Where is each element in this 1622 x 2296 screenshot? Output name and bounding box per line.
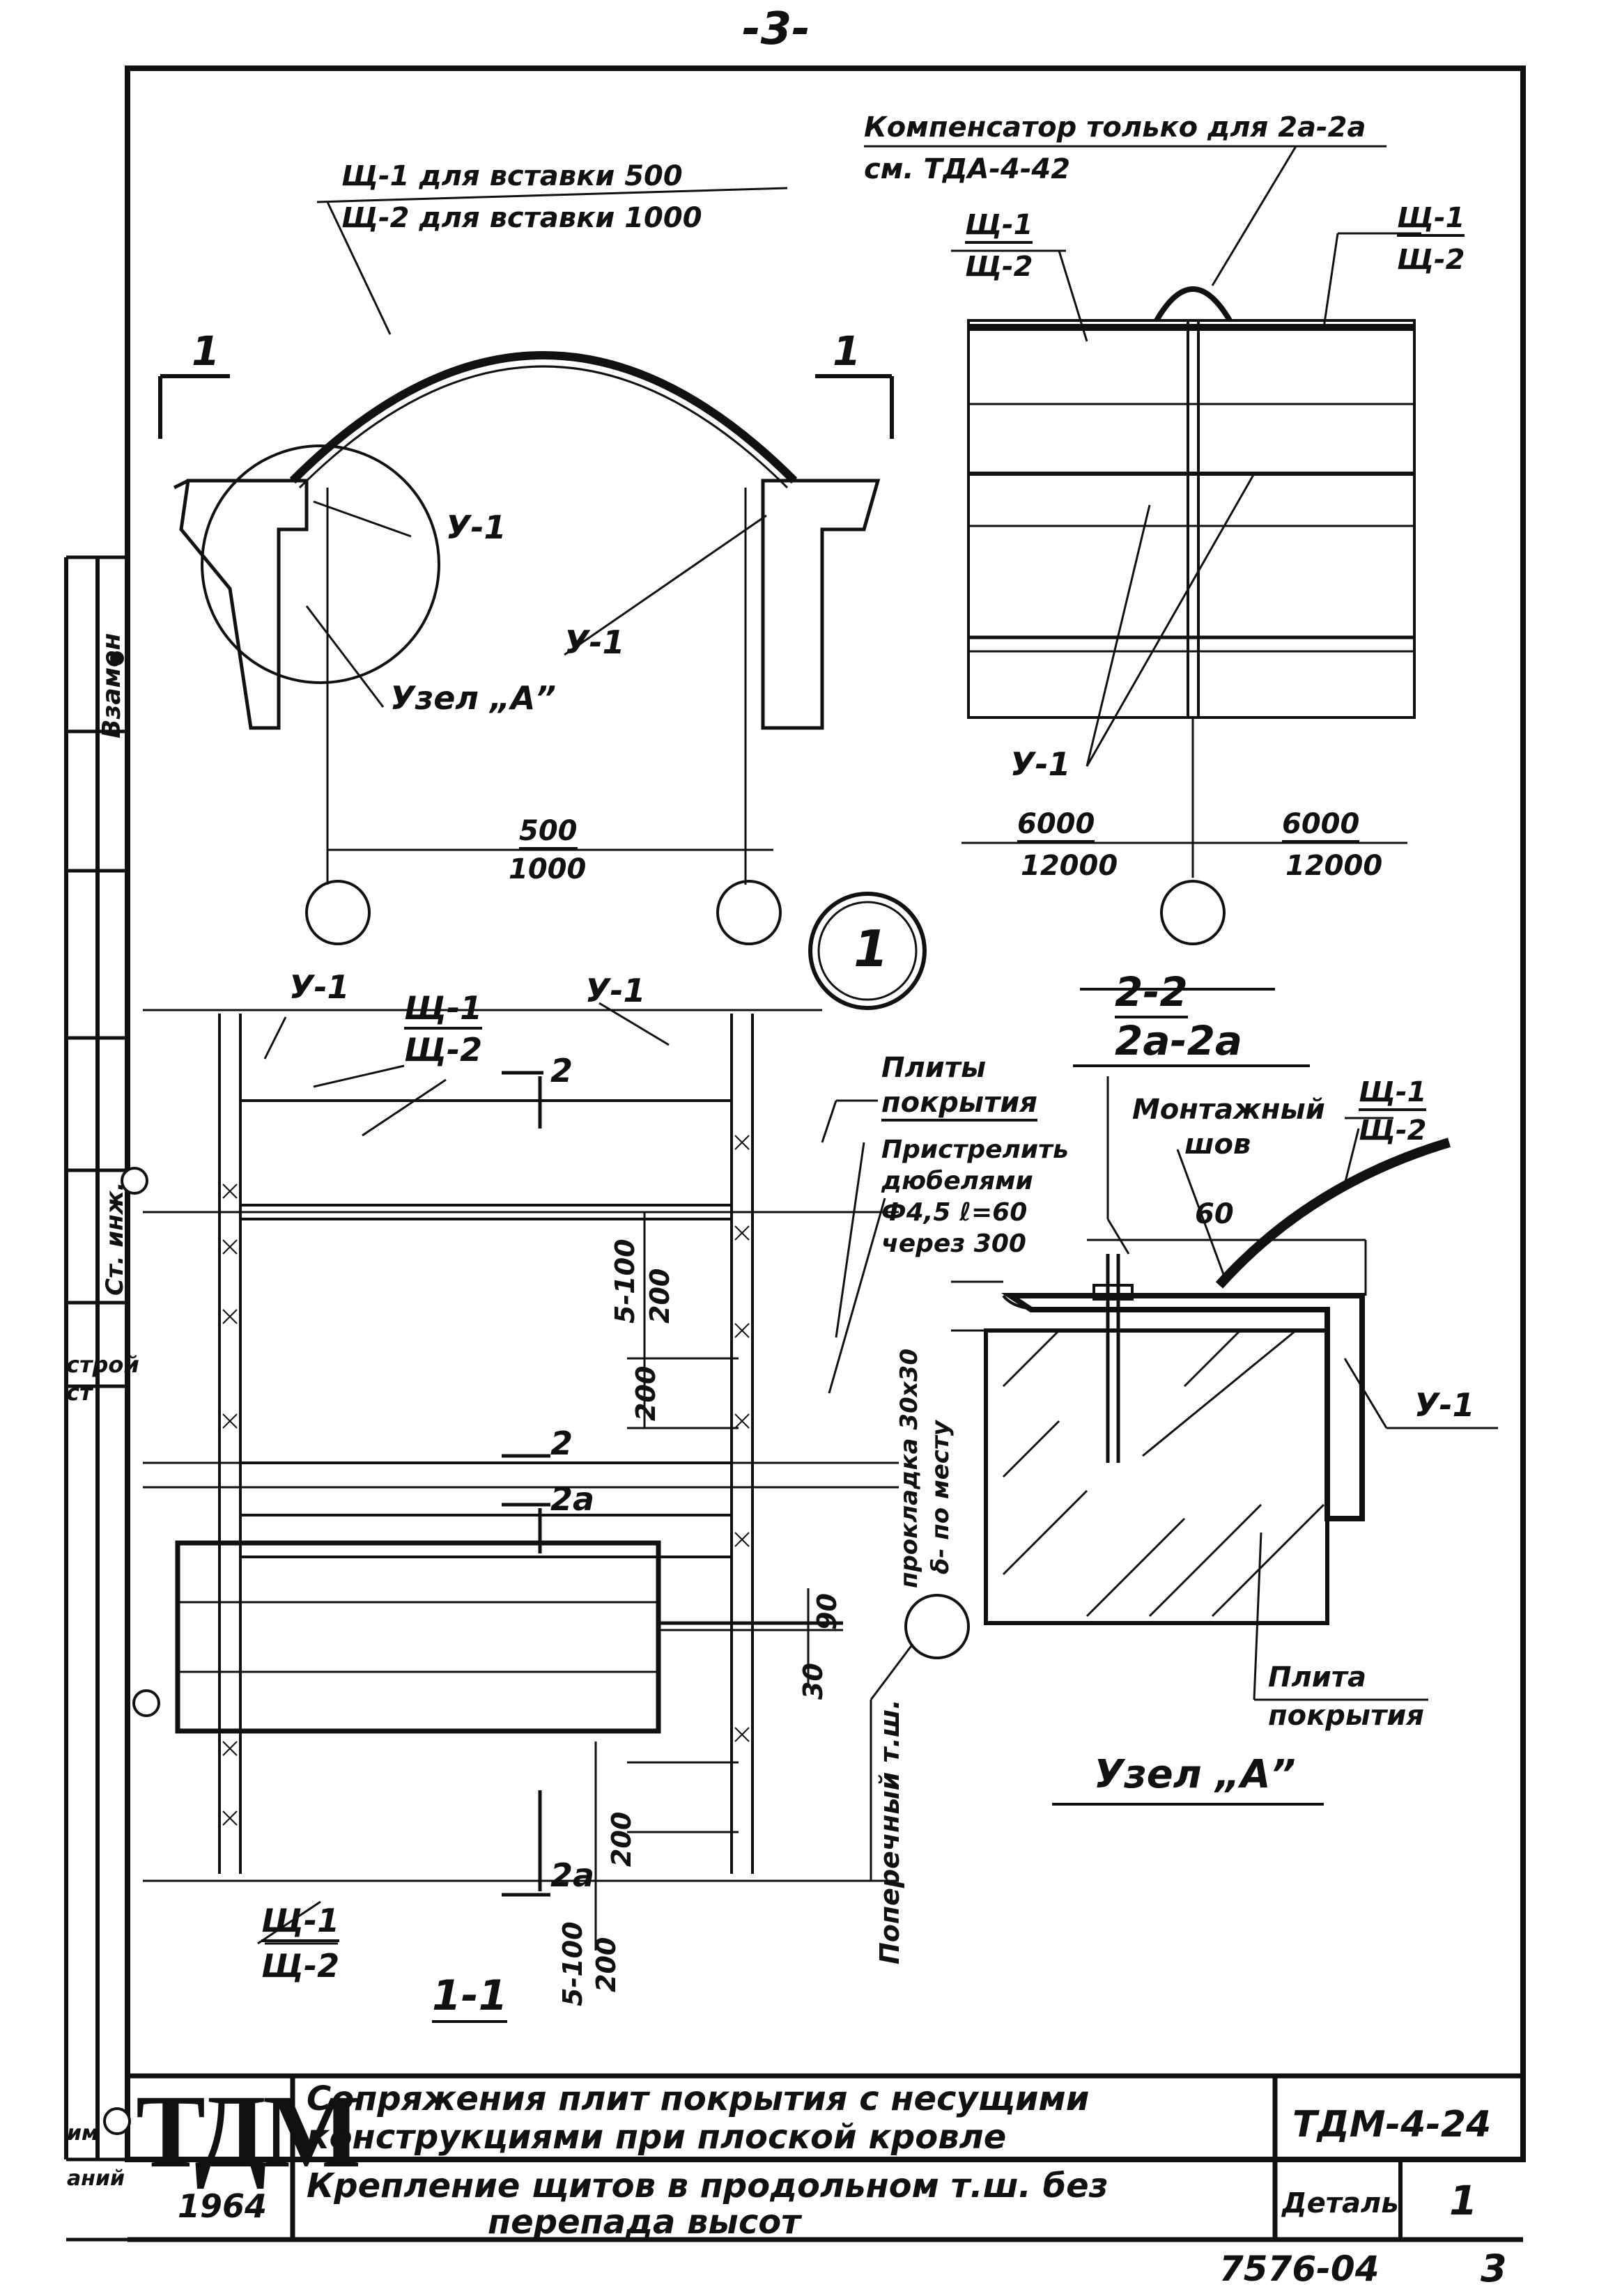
shield-label-right-b-bottom: Щ-2 xyxy=(1397,244,1465,276)
shield-label-node-top: Щ-1 xyxy=(1359,1076,1427,1111)
section-1-1-title: 1-1 xyxy=(432,1971,508,2023)
u1-label-plan-right: У-1 xyxy=(585,972,646,1009)
shield-label-plan-bl-bottom: Щ-2 xyxy=(261,1947,340,1985)
dim-200-top-b: 200 xyxy=(631,1365,661,1421)
shield-label-right-a-top: Щ-1 xyxy=(965,209,1033,244)
title-block-year: 1964 xyxy=(178,2187,268,2225)
dim-1000: 1000 xyxy=(509,853,587,885)
page-number: -3- xyxy=(742,3,810,55)
u1-label-plan-left: У-1 xyxy=(289,968,350,1006)
montazh-shov-line2: шов xyxy=(1184,1128,1251,1161)
dim-12000-right: 12000 xyxy=(1285,850,1383,882)
footer-number: 7576-04 xyxy=(1219,2249,1380,2289)
plita-label-line2: покрытия xyxy=(1268,1700,1424,1732)
pristrelit-line3: Ф4,5 ℓ=60 xyxy=(881,1198,1028,1227)
prokladka-line1: прокладка 30х30 xyxy=(895,1349,923,1588)
title-block-left-stub1: им xyxy=(67,2121,99,2146)
section-mark-2a-mid: 2а xyxy=(550,1480,595,1518)
title-block-detail-value: 1 xyxy=(1449,2177,1478,2224)
side-stamp-3: строй xyxy=(66,1351,139,1378)
section-mark-2-mid: 2 xyxy=(550,1425,573,1462)
section-mark-2a-bottom: 2а xyxy=(550,1856,595,1894)
dim-90: 90 xyxy=(812,1593,842,1630)
compensator-note-line1: Компенсатор только для 2а-2а xyxy=(864,111,1366,144)
title-block-detail-label: Деталь xyxy=(1282,2187,1399,2219)
shield-label-plan-bl-top: Щ-1 xyxy=(261,1902,340,1942)
dim-6000-left: 6000 xyxy=(1017,808,1095,843)
dim-200-top-a: 200 xyxy=(644,1268,675,1324)
pristrelit-line2: дюбелями xyxy=(881,1167,1033,1195)
side-stamp-4: ст xyxy=(66,1379,93,1406)
u1-label-elevation: У-1 xyxy=(1010,745,1071,783)
shield-label-node-bottom: Щ-2 xyxy=(1359,1115,1427,1147)
title-block-code: ТДМ-4-24 xyxy=(1292,2104,1492,2146)
dim-200-bottom: 200 xyxy=(606,1811,637,1867)
arch-label-line1: Щ-1 для вставки 500 xyxy=(341,160,683,192)
u1-label-middle: У-1 xyxy=(564,623,625,661)
detail-circle-label: 1 xyxy=(854,920,889,978)
title-block-subtitle-line2: перепада высот xyxy=(488,2203,801,2242)
section-2a-2a-title: 2а-2а xyxy=(1115,1017,1243,1067)
dim-5-100-top: 5-100 xyxy=(610,1239,640,1324)
u1-label-node: У-1 xyxy=(1414,1386,1475,1424)
title-block-title-line2: конструкциями при плоской кровле xyxy=(307,2118,1007,2157)
montazh-shov-line1: Монтажный xyxy=(1132,1094,1325,1126)
uzel-a-label: Узел „А” xyxy=(390,679,556,717)
dim-6000-right: 6000 xyxy=(1282,808,1360,843)
pristrelit-line4: через 300 xyxy=(881,1230,1026,1258)
dim-5-100-bottom: 5-100 xyxy=(557,1921,588,2006)
dim-200-bottom-b: 200 xyxy=(591,1937,621,1992)
section-mark-left: 1 xyxy=(192,327,220,375)
u1-label-left: У-1 xyxy=(446,509,507,546)
side-stamp-2: Ст. инж. xyxy=(101,1181,129,1296)
shield-label-plan-top: Щ-1 xyxy=(404,989,483,1030)
pristrelit-line1: Пристрелить xyxy=(881,1135,1069,1164)
footer-sheet: 3 xyxy=(1481,2247,1507,2290)
side-stamp-1: Взамен xyxy=(98,633,126,738)
section-mark-2-top: 2 xyxy=(550,1052,573,1089)
uzel-a-caption: Узел „А” xyxy=(1094,1752,1296,1797)
prokladka-line2: δ- по месту xyxy=(927,1420,955,1574)
dim-12000-left: 12000 xyxy=(1021,850,1118,882)
dim-30: 30 xyxy=(798,1663,828,1700)
section-mark-right: 1 xyxy=(833,327,861,375)
shield-label-right-b-top: Щ-1 xyxy=(1397,202,1465,237)
dim-60: 60 xyxy=(1195,1198,1234,1230)
plita-label-line1: Плита xyxy=(1268,1661,1366,1693)
arch-label-line2: Щ-2 для вставки 1000 xyxy=(341,202,702,234)
title-block-title-line1: Сопряжения плит покрытия с несущими xyxy=(307,2079,1090,2118)
shield-label-plan-bottom: Щ-2 xyxy=(404,1031,483,1069)
compensator-note-line2: см. ТДА-4-42 xyxy=(864,153,1071,185)
plity-label-line2: покрытия xyxy=(881,1087,1037,1122)
dim-500: 500 xyxy=(519,815,578,850)
poperechny-label: Поперечный т.ш. xyxy=(874,1699,905,1964)
shield-label-right-a-bottom: Щ-2 xyxy=(965,251,1033,283)
title-block-logo: ТДМ xyxy=(136,2074,361,2189)
section-2-2-title: 2-2 xyxy=(1115,968,1188,1018)
plity-label-line1: Плиты xyxy=(881,1052,987,1084)
title-block-left-stub2: аний xyxy=(67,2166,125,2191)
title-block-subtitle-line1: Крепление щитов в продольном т.ш. без xyxy=(307,2166,1109,2205)
